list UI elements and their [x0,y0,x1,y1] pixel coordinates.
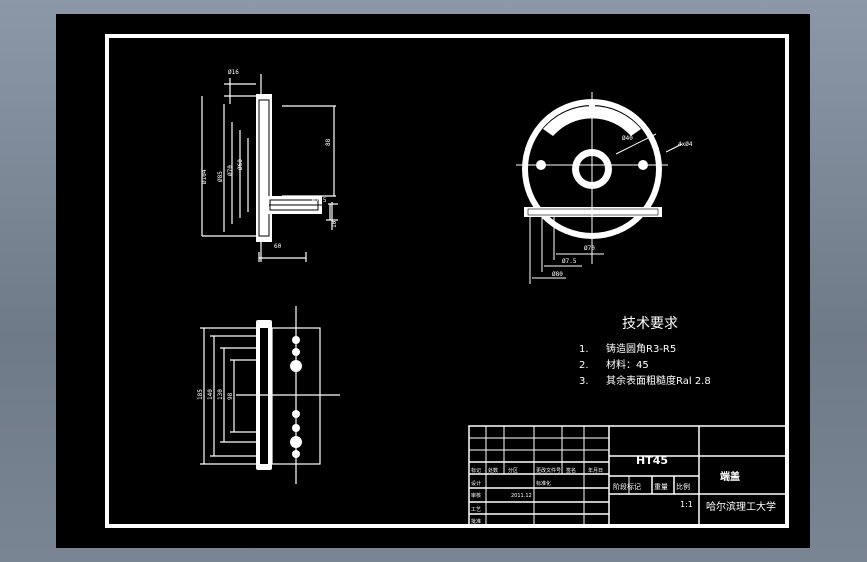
title-design-label: 设计 [471,480,481,487]
dim-circle-d40: Ø40 [622,135,633,142]
requirement-3-num: 3. [579,376,589,387]
requirement-3-text: 其余表面粗糙度Ral 2.8 [606,374,711,387]
dim-side-185: 185 [197,389,204,400]
dim-w60: 60 [274,243,282,250]
requirement-1-num: 1. [579,344,589,355]
technical-requirements: 技术要求 1. 铸造圆角R3-R5 2. 材料：45 3. 其余表面粗糙度Ral… [579,316,711,387]
dim-circle-holes: 4xØ4 [678,141,693,148]
dim-d16: Ø16 [228,69,239,76]
title-review-label: 审核 [471,492,481,499]
title-stage-label: 阶段标记 [613,482,641,491]
title-row-label-5: 签名 [566,467,576,474]
tech-requirements-title: 技术要求 [622,316,678,332]
title-scale-value: 1:1 [680,500,693,509]
requirement-2-text: 材料：45 [606,358,649,371]
front-section-view: Ø16 Ø104 Ø85 Ø70 Ø60 88 Ø7.5 10 60 [201,69,338,262]
dim-side-140: 140 [207,389,214,400]
dim-d70: Ø70 [227,165,234,176]
drawing-border [105,34,789,528]
title-block: HT45 端盖 阶段标记 重量 比例 1:1 哈尔滨理工大学 标记 处数 分区 … [468,425,788,527]
dim-circle-d75: Ø7.5 [562,258,577,265]
title-part-name: 端盖 [720,470,740,483]
title-row-label-4: 更改文件号 [536,467,561,474]
title-row-label-2: 处数 [488,467,498,474]
circular-view: Ø40 4xØ4 Ø70 Ø7.5 Ø80 [516,92,693,284]
dim-side-98: 98 [227,392,234,400]
dim-side-130: 130 [217,389,224,400]
dim-h88: 88 [325,138,332,146]
dim-w10: 10 [331,220,338,228]
requirement-2-num: 2. [579,360,589,371]
title-scale-label: 比例 [676,482,690,491]
dim-circle-d70: Ø70 [584,245,595,252]
title-school: 哈尔滨理工大学 [706,500,776,513]
title-row-label-3: 分区 [508,467,518,474]
dim-d7-5: Ø7.5 [312,197,327,204]
dim-d85: Ø85 [217,171,224,182]
dim-d104: Ø104 [201,169,208,184]
title-standard-label: 标准化 [536,480,551,487]
cad-viewport[interactable]: Ø16 Ø104 Ø85 Ø70 Ø60 88 Ø7.5 10 60 [56,14,810,548]
dim-circle-d80: Ø80 [552,271,563,278]
requirement-1-text: 铸造圆角R3-R5 [606,342,676,355]
title-row-label-6: 年月日 [588,467,603,474]
title-date: 2011.12 [511,493,532,499]
dim-d60: Ø60 [237,159,244,170]
title-approve-label: 批准 [471,518,481,525]
engineering-drawing: Ø16 Ø104 Ø85 Ø70 Ø60 88 Ø7.5 10 60 [105,34,789,528]
title-process-label: 工艺 [471,507,481,513]
title-row-label-1: 标记 [471,467,481,474]
title-material: HT45 [636,454,668,467]
side-view: 185 140 130 98 [197,306,340,484]
title-weight-label: 重量 [654,483,668,491]
